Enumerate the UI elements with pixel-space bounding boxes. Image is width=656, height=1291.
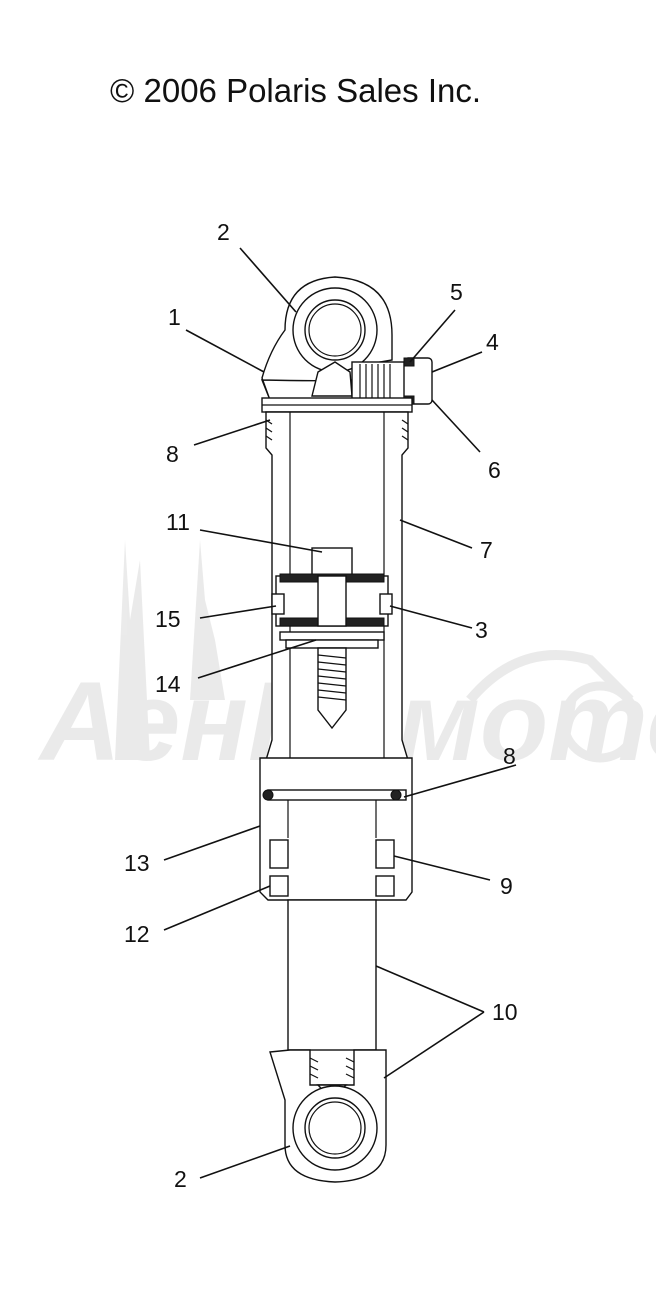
callout-11: 11: [166, 509, 190, 535]
piston-assembly: [271, 547, 393, 649]
callout-10: 10: [492, 999, 518, 1025]
callout-labels: 2 1 5 4 8 6 11 7 15 3 14 8 13 9 12 10 2: [124, 219, 518, 1192]
callout-2-top: 2: [217, 219, 230, 245]
callout-8-top: 8: [166, 441, 179, 467]
callout-14: 14: [155, 671, 181, 697]
callout-15: 15: [155, 606, 181, 632]
callout-6: 7: [480, 537, 493, 563]
seal-housing: [259, 757, 413, 901]
shaft: [287, 899, 377, 1051]
watermark-tower-icon: [115, 540, 150, 760]
callout-9: 9: [500, 873, 513, 899]
watermark-wheel-icon: [559, 681, 641, 763]
callout-12: 12: [124, 921, 150, 947]
adjuster-valve: [311, 357, 433, 405]
watermark-motorcycle-icon: [466, 650, 634, 704]
callout-5: 6: [488, 457, 501, 483]
bottom-mount: [269, 1049, 387, 1183]
callout-1: 1: [168, 304, 181, 330]
callout-2-bottom: 2: [174, 1166, 187, 1192]
callout-7: 3: [475, 617, 488, 643]
callout-13: 13: [124, 850, 150, 876]
piston-rod-thread: [317, 647, 347, 730]
copyright-notice: © 2006 Polaris Sales Inc.: [110, 72, 482, 109]
callout-3: 5: [450, 279, 463, 305]
leader-lines: [163, 247, 517, 1179]
callout-4: 4: [486, 329, 499, 355]
callout-8-bottom: 8: [503, 743, 516, 769]
